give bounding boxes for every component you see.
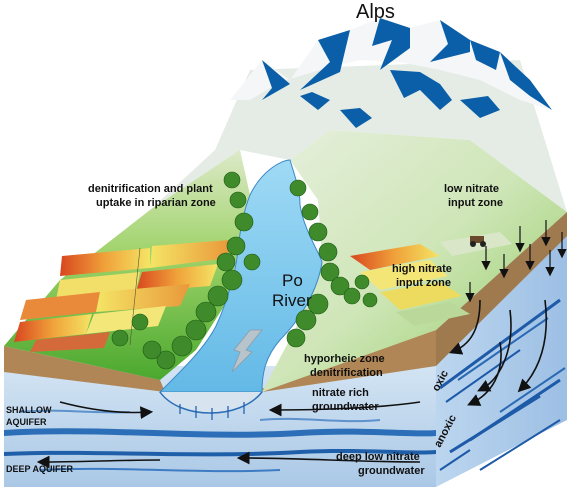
riparian-label-line2: uptake in riparian zone xyxy=(96,197,216,209)
low-nitrate-label-line1: low nitrate xyxy=(444,183,499,195)
infiltration-arrows xyxy=(465,220,567,303)
tractor-icon xyxy=(470,236,486,247)
low-nitrate-label-line2: input zone xyxy=(448,197,503,209)
hyporheic-arrows xyxy=(179,402,245,420)
river-label-line1: Po xyxy=(282,271,303,290)
hyporheic-label-line1: hyporheic zone xyxy=(304,353,385,365)
aquifer-front-face xyxy=(4,366,436,487)
alps-label: Alps xyxy=(356,1,395,23)
riparian-trees xyxy=(111,171,378,370)
deep-low-nitrate-label-line1: deep low nitrate xyxy=(336,451,420,463)
groundwater-flow-arrows xyxy=(36,299,548,469)
hyporheic-label-line2: denitrification xyxy=(310,367,383,379)
riparian-label-line1: denitrification and plant xyxy=(88,183,213,195)
shallow-aquifer-label-line2: AQUIFER xyxy=(6,417,47,427)
deep-low-nitrate-label-line2: groundwater xyxy=(358,465,425,477)
deep-aquifer-label: DEEP AQUIFER xyxy=(6,464,74,474)
nitrate-rich-label-line1: nitrate rich xyxy=(312,387,369,399)
nitrate-rich-label-line2: groundwater xyxy=(312,401,379,413)
alps-mountains xyxy=(230,18,552,128)
high-nitrate-label-line1: high nitrate xyxy=(392,263,452,275)
high-nitrate-label-line2: input zone xyxy=(396,277,451,289)
river-label-line2: River xyxy=(272,291,312,310)
shallow-aquifer-label-line1: SHALLOW xyxy=(6,405,52,415)
